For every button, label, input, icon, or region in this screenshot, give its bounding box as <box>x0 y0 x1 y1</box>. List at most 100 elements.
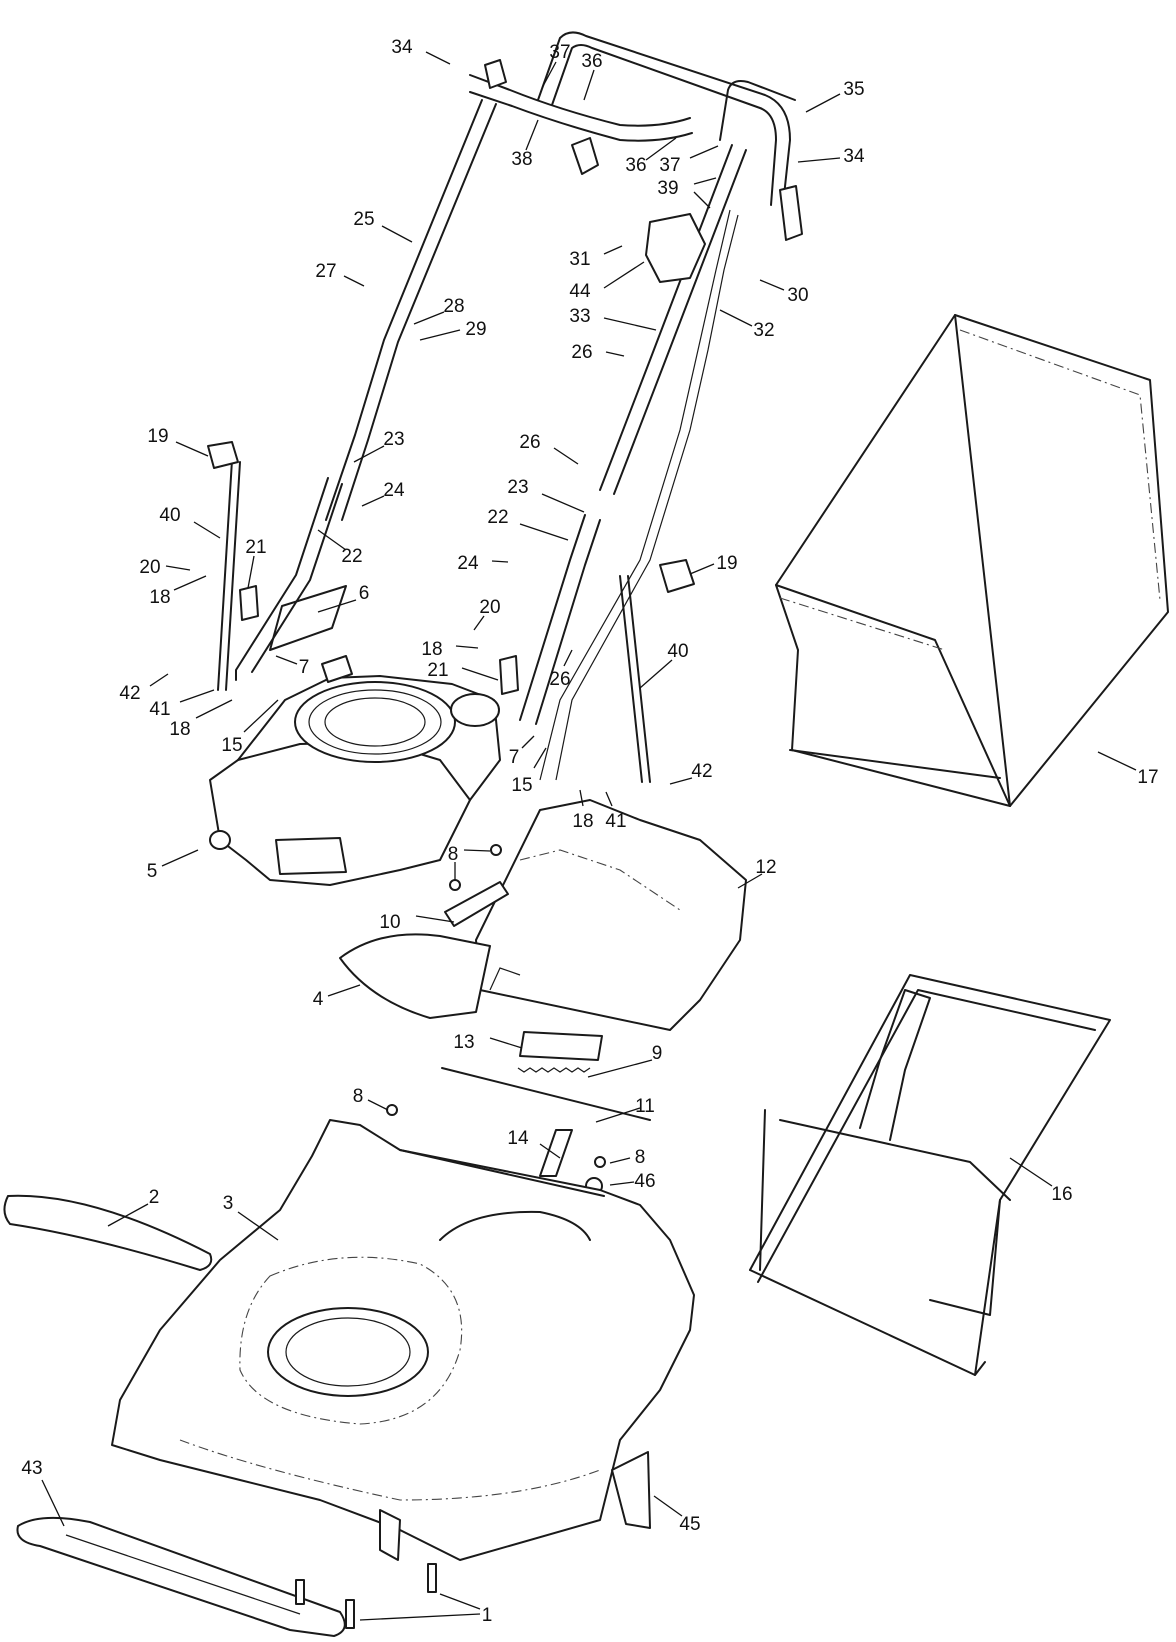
callout-leader-40 <box>193 521 221 539</box>
strip-14 <box>539 1129 573 1177</box>
callout-leader-1 <box>359 1613 481 1621</box>
callout-label-40: 40 <box>159 505 180 526</box>
callout-leader-26 <box>563 649 573 667</box>
callout-label-1: 1 <box>482 1605 493 1626</box>
callout-leader-1 <box>439 1593 481 1610</box>
callout-leader-5 <box>161 849 199 867</box>
callout-label-8: 8 <box>353 1086 364 1107</box>
callout-label-34: 34 <box>391 37 413 58</box>
callout-leader-8 <box>463 849 491 852</box>
callout-leader-40 <box>639 659 673 689</box>
callout-label-23: 23 <box>507 477 528 498</box>
callout-label-15: 15 <box>221 735 242 756</box>
callout-leader-43 <box>41 1479 65 1527</box>
callout-leader-23 <box>541 493 585 513</box>
callout-leader-18 <box>455 645 479 649</box>
callout-label-27: 27 <box>315 261 336 282</box>
handle-assembly <box>235 31 803 781</box>
callout-label-25: 25 <box>353 209 374 230</box>
callout-leader-20 <box>473 615 485 631</box>
callout-label-19: 19 <box>147 426 168 447</box>
callout-label-17: 17 <box>1137 767 1158 788</box>
callout-leader-7 <box>521 735 535 749</box>
callout-label-3: 3 <box>223 1193 234 1214</box>
rear-chute <box>475 799 747 1031</box>
callout-label-42: 42 <box>691 761 712 782</box>
callout-label-45: 45 <box>679 1514 700 1535</box>
callout-label-32: 32 <box>753 320 774 341</box>
mower-deck <box>111 1119 695 1561</box>
callout-label-24: 24 <box>457 553 479 574</box>
callout-label-7: 7 <box>299 657 310 678</box>
deflector-4 <box>339 933 491 1019</box>
callout-label-2: 2 <box>149 1187 160 1208</box>
callout-leader-22 <box>519 523 569 541</box>
callout-leader-31 <box>603 245 623 255</box>
callout-label-28: 28 <box>443 296 464 317</box>
callout-leader-46 <box>609 1181 635 1186</box>
callout-leader-24 <box>491 560 509 563</box>
callout-leader-19 <box>689 563 715 575</box>
callout-leader-34 <box>797 157 841 163</box>
engine <box>209 655 501 886</box>
callout-leader-35 <box>805 93 841 113</box>
callout-leader-3 <box>237 1211 279 1241</box>
callout-leader-38 <box>525 119 539 151</box>
callout-label-38: 38 <box>511 149 532 170</box>
callout-label-29: 29 <box>465 319 486 340</box>
callout-leader-6 <box>317 599 357 613</box>
callout-leader-13 <box>489 1037 523 1049</box>
callout-leader-4 <box>327 984 361 997</box>
callout-label-9: 9 <box>652 1043 663 1064</box>
callout-leader-33 <box>603 317 657 331</box>
callout-label-12: 12 <box>755 857 776 878</box>
rod-and-spring <box>441 1067 651 1121</box>
callout-leader-34 <box>425 51 451 65</box>
callout-label-39: 39 <box>657 178 678 199</box>
callout-label-30: 30 <box>787 285 808 306</box>
callout-label-4: 4 <box>313 989 324 1010</box>
height-adjust-rods <box>207 441 695 783</box>
callout-leader-2 <box>107 1203 149 1227</box>
callout-label-21: 21 <box>427 660 448 681</box>
callout-label-40: 40 <box>667 641 688 662</box>
callout-leader-36 <box>645 137 677 161</box>
callout-label-36: 36 <box>625 155 646 176</box>
callout-label-8: 8 <box>635 1147 646 1168</box>
callout-label-37: 37 <box>659 155 680 176</box>
callout-label-20: 20 <box>139 557 160 578</box>
callout-label-43: 43 <box>21 1458 42 1479</box>
callout-label-41: 41 <box>149 699 170 720</box>
callout-leader-27 <box>343 275 365 287</box>
callout-label-26: 26 <box>519 432 540 453</box>
callout-leader-39 <box>693 177 717 185</box>
callout-label-11: 11 <box>635 1096 655 1117</box>
callout-leader-17 <box>1097 751 1137 771</box>
callout-label-34: 34 <box>843 146 865 167</box>
callout-leader-20 <box>165 565 191 571</box>
callout-leader-14 <box>539 1143 561 1159</box>
callout-label-42: 42 <box>119 683 140 704</box>
rear-bar-43 <box>16 1516 346 1637</box>
callout-leader-44 <box>603 261 645 289</box>
callout-label-18: 18 <box>169 719 190 740</box>
callout-label-24: 24 <box>383 480 405 501</box>
callout-leader-12 <box>737 873 763 889</box>
callout-leader-29 <box>419 329 461 341</box>
callout-label-8: 8 <box>448 844 459 865</box>
grass-bag-cover <box>775 314 1169 807</box>
callout-label-19: 19 <box>716 553 737 574</box>
front-trim-2 <box>3 1194 213 1271</box>
callout-leader-28 <box>413 311 445 325</box>
callout-leader-23 <box>353 445 385 463</box>
callout-leader-7 <box>275 655 298 665</box>
callout-label-13: 13 <box>453 1032 474 1053</box>
callout-leader-16 <box>1009 1157 1053 1187</box>
callout-label-41: 41 <box>605 811 626 832</box>
callout-leader-30 <box>759 279 785 291</box>
callout-label-35: 35 <box>843 79 864 100</box>
callout-leader-15 <box>533 747 547 769</box>
callout-leader-15 <box>243 699 279 733</box>
